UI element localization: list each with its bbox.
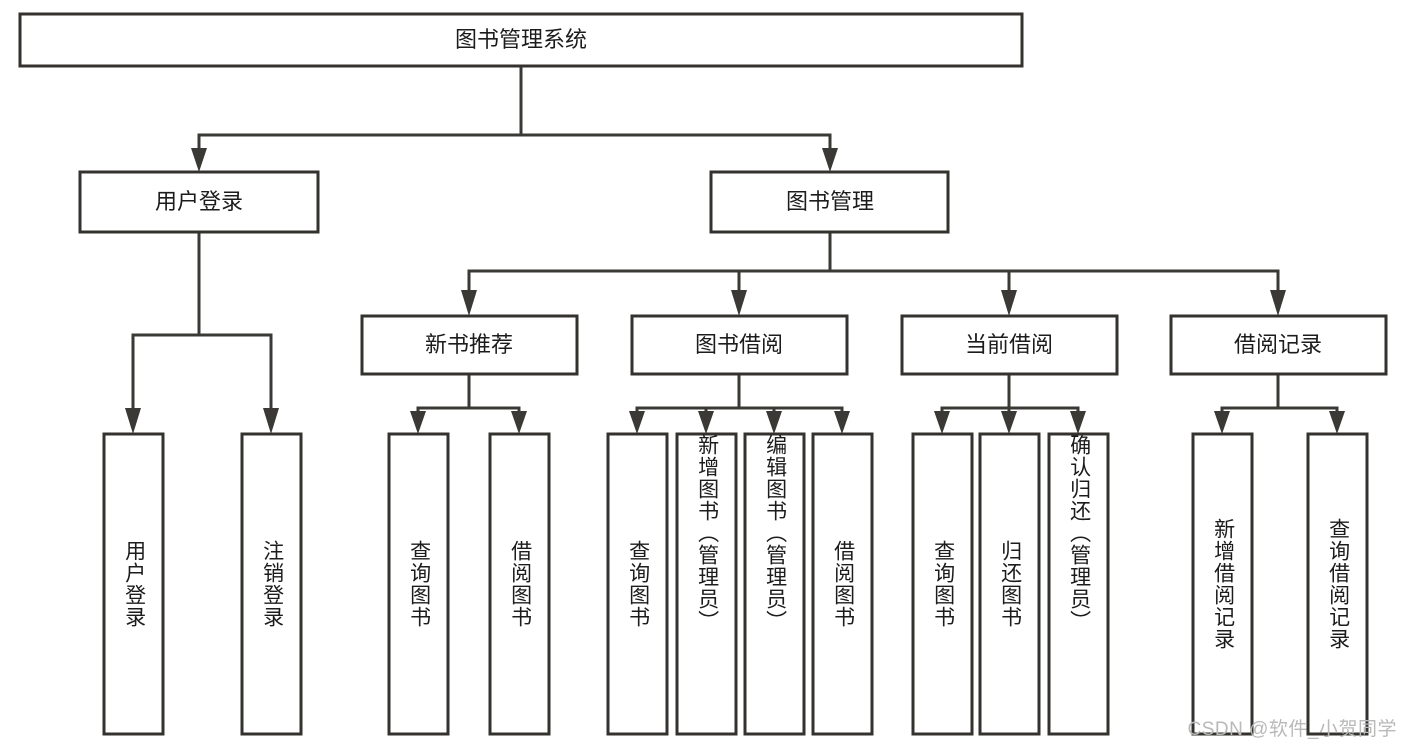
node-borrow-record-label: 借阅记录 (1234, 332, 1322, 357)
node-book-borrow[interactable] (630, 314, 849, 376)
node-current-borrow[interactable] (900, 314, 1119, 376)
node-user-login[interactable] (78, 170, 320, 234)
arrow-head-user-login (191, 148, 207, 172)
arrow-head-leaf-borrow-books-2 (834, 411, 850, 434)
node-leaf-borrow-books-1[interactable] (488, 432, 551, 736)
node-borrow-record[interactable] (1169, 314, 1388, 376)
node-leaf-return-book[interactable] (978, 432, 1041, 736)
arrow-head-leaf-confirm-return (1070, 411, 1086, 434)
arrow-head-leaf-add-book (698, 411, 714, 434)
node-leaf-query-record[interactable] (1306, 432, 1369, 736)
arrow-head-current-borrow (1001, 290, 1017, 316)
node-leaf-query-books-1[interactable] (387, 432, 450, 736)
node-group: 图书管理系统 用户登录 图书管理 新书推荐 图书借阅 当前借阅 借阅记录 (18, 12, 1388, 736)
node-book-management-label: 图书管理 (786, 189, 874, 214)
edge-group (125, 64, 1345, 434)
arrow-head-leaf-user-login (125, 408, 141, 434)
node-root[interactable] (18, 12, 1024, 68)
arrow-head-leaf-query-books-2 (629, 411, 645, 434)
node-book-management[interactable] (709, 170, 950, 234)
node-user-login-label: 用户登录 (155, 189, 243, 214)
arrow-head-leaf-query-record (1329, 411, 1345, 434)
node-leaf-query-books-3[interactable] (911, 432, 974, 736)
arrow-head-new-book-recommend (461, 290, 477, 316)
node-root-label: 图书管理系统 (455, 27, 587, 52)
node-leaf-borrow-books-2[interactable] (811, 432, 874, 736)
node-leaf-query-books-2[interactable] (606, 432, 669, 736)
arrow-head-leaf-query-books-3 (934, 411, 950, 434)
arrow-head-leaf-user-logout (263, 408, 279, 434)
arrow-head-leaf-edit-book (766, 411, 782, 434)
node-leaf-confirm-return[interactable] (1047, 432, 1110, 736)
arrow-head-book-borrow (731, 290, 747, 316)
node-leaf-user-login[interactable] (102, 432, 165, 736)
arrow-head-book-management (822, 148, 838, 172)
node-current-borrow-label: 当前借阅 (965, 332, 1053, 357)
node-new-book-recommend-label: 新书推荐 (425, 332, 513, 357)
node-leaf-edit-book[interactable] (743, 432, 806, 736)
node-leaf-add-book[interactable] (675, 432, 738, 736)
arrow-head-borrow-record (1270, 290, 1286, 316)
arrow-head-leaf-return-book (1001, 411, 1017, 434)
arrow-head-leaf-add-record (1214, 411, 1230, 434)
node-book-borrow-label: 图书借阅 (695, 332, 783, 357)
node-leaf-user-logout[interactable] (240, 432, 303, 736)
node-new-book-recommend[interactable] (360, 314, 579, 376)
csdn-watermark: CSDN @软件_小贺同学 (1187, 719, 1397, 740)
arrow-head-leaf-query-books-1 (410, 411, 426, 434)
arrow-head-leaf-borrow-books-1 (511, 411, 527, 434)
node-leaf-add-record[interactable] (1191, 432, 1254, 736)
